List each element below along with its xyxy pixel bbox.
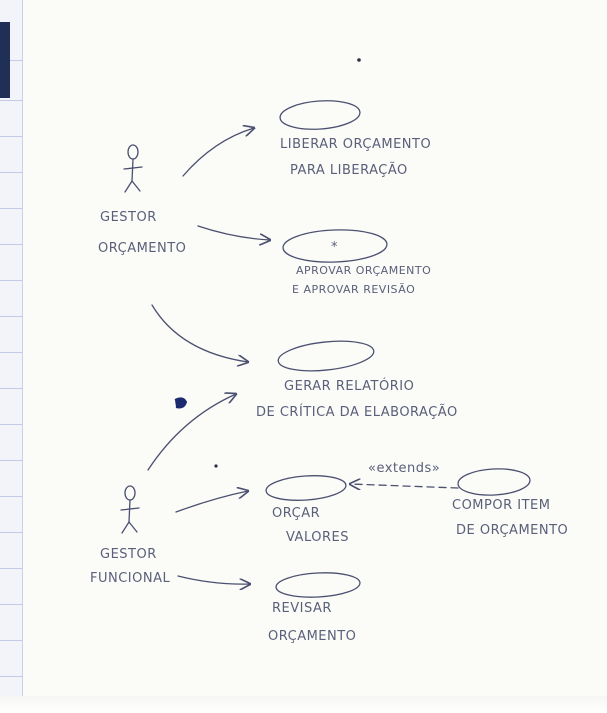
actor-label-line2: FUNCIONAL — [90, 571, 170, 586]
actor-label-line1: GESTOR — [100, 210, 157, 225]
use-case-label-line1: REVISAR — [272, 601, 332, 616]
association-arrow — [197, 225, 270, 240]
extend-label: «extends» — [368, 461, 440, 476]
association-arrow — [151, 304, 248, 362]
use-case-label-line2: DE ORÇAMENTO — [456, 523, 568, 538]
use-case-orcar-valores: ORÇAR VALORES — [265, 475, 349, 545]
association-arrow — [147, 394, 236, 471]
association-arrow — [182, 128, 254, 177]
use-case-compor-item: COMPOR ITEM DE ORÇAMENTO — [452, 468, 568, 538]
use-case-label-line2: PARA LIBERAÇÃO — [290, 162, 408, 178]
use-case-label-line2: DE CRÍTICA DA ELABORAÇÃO — [256, 404, 458, 420]
use-case-label-line1: APROVAR ORÇAMENTO — [296, 264, 431, 277]
use-case-gerar-relatorio: GERAR RELATÓRIO DE CRÍTICA DA ELABORAÇÃO — [256, 340, 458, 420]
use-case-aprovar: * APROVAR ORÇAMENTO E APROVAR REVISÃO — [282, 229, 431, 296]
use-case-label-line2: VALORES — [286, 530, 349, 545]
association-arrow — [175, 491, 248, 513]
dark-tab-mark — [0, 22, 10, 98]
use-case-label-line2: E APROVAR REVISÃO — [292, 283, 415, 296]
association-arrow — [177, 575, 250, 584]
actor-label-line1: GESTOR — [100, 547, 157, 562]
use-case-label-line1: LIBERAR ORÇAMENTO — [280, 137, 431, 152]
actor-label-line2: ORÇAMENTO — [98, 241, 186, 256]
use-case-revisar: REVISAR ORÇAMENTO — [268, 572, 361, 644]
ink-blot — [174, 397, 188, 409]
page-bottom-edge — [0, 696, 607, 713]
use-case-label-line1: GERAR RELATÓRIO — [284, 378, 414, 394]
stick-figure-icon — [123, 144, 143, 193]
use-case-label-line1: COMPOR ITEM — [452, 498, 550, 513]
extend-relation-arrow — [350, 484, 459, 488]
grid-paper-strip — [0, 0, 23, 713]
use-case-label-line2: ORÇAMENTO — [268, 629, 356, 644]
ink-dot — [214, 464, 218, 468]
stick-figure-icon — [120, 485, 140, 534]
actor-gestor-funcional: GESTOR FUNCIONAL — [90, 485, 170, 586]
use-case-liberar: LIBERAR ORÇAMENTO PARA LIBERAÇÃO — [279, 100, 431, 178]
use-case-star: * — [331, 240, 338, 255]
ink-dot — [357, 58, 361, 62]
use-case-label-line1: ORÇAR — [272, 506, 320, 521]
actor-gestor-orcamento: GESTOR ORÇAMENTO — [98, 144, 186, 256]
